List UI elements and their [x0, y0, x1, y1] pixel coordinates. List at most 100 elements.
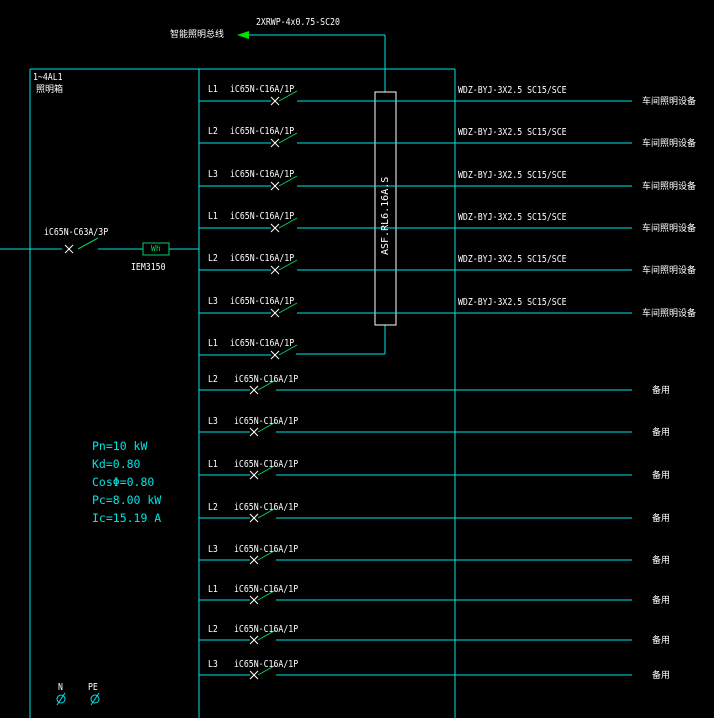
control-line-name: 智能照明总线 [170, 30, 225, 40]
terminal-pe-icon [90, 694, 100, 704]
parameter-line: Pc=8.00 kW [92, 493, 162, 507]
main-breaker-x-b [64, 244, 74, 254]
phase-label: L3 [208, 169, 218, 180]
breaker-contact [257, 549, 277, 561]
breaker-x-b [249, 595, 259, 605]
breaker-label: iC65N-C16A/1P [234, 584, 299, 595]
meter-box [142, 242, 170, 256]
breaker-label: iC65N-C16A/1P [234, 624, 299, 635]
terminal-pe-slash [90, 692, 100, 706]
cable-label: WDZ-BYJ-3X2.5 SC15/SCE [458, 127, 567, 138]
relay-module-label: ASF.RL6.16A.S [380, 176, 391, 255]
parameter-line: Ic=15.19 A [92, 511, 162, 525]
breaker-x-b [270, 96, 280, 106]
cable-label: WDZ-BYJ-3X2.5 SC15/SCE [458, 254, 567, 265]
terminal-pe-label: PE [88, 682, 98, 693]
parameter-line: Pn=10 kW [92, 439, 148, 453]
breaker-label: iC65N-C16A/1P [230, 253, 295, 264]
breaker-x-b [249, 513, 259, 523]
breaker-label: iC65N-C16A/1P [230, 211, 295, 222]
breaker-contact [257, 664, 277, 676]
load-label: 备用 [652, 556, 671, 566]
breaker-x-b [270, 181, 280, 191]
phase-label: L1 [208, 211, 218, 222]
breaker-x-b [270, 350, 280, 360]
load-label: 备用 [652, 671, 671, 681]
breaker-label: iC65N-C16A/1P [230, 296, 295, 307]
phase-label: L1 [208, 84, 218, 95]
load-label: 备用 [652, 636, 671, 646]
breaker-x-b [249, 555, 259, 565]
breaker-contact [257, 421, 277, 433]
breaker-label: iC65N-C16A/1P [230, 84, 295, 95]
breaker-contact [257, 589, 277, 601]
load-label: 车间照明设备 [642, 182, 697, 192]
load-label: 备用 [652, 514, 671, 524]
parameter-line: CosΦ=0.80 [92, 475, 155, 489]
breaker-contact [278, 217, 298, 229]
phase-label: L1 [208, 584, 218, 595]
load-label: 车间照明设备 [642, 266, 697, 276]
load-label: 车间照明设备 [642, 139, 697, 149]
breaker-label: iC65N-C16A/1P [234, 544, 299, 555]
breaker-contact [278, 132, 298, 144]
phase-label: L2 [208, 253, 218, 264]
control-arrow-icon [237, 31, 249, 39]
cable-label: WDZ-BYJ-3X2.5 SC15/SCE [458, 297, 567, 308]
cable-label: WDZ-BYJ-3X2.5 SC15/SCE [458, 212, 567, 223]
load-label: 车间照明设备 [642, 309, 697, 319]
cable-label: WDZ-BYJ-3X2.5 SC15/SCE [458, 85, 567, 96]
breaker-label: iC65N-C16A/1P [230, 169, 295, 180]
breaker-contact [278, 90, 298, 102]
load-label: 备用 [652, 428, 671, 438]
breaker-contact [257, 379, 277, 391]
control-cable-label: 2XRWP-4x0.75-SC20 [256, 17, 340, 28]
load-label: 备用 [652, 471, 671, 481]
main-breaker-contact [77, 237, 99, 250]
breaker-label: iC65N-C16A/1P [230, 338, 295, 349]
meter-model: IEM3150 [131, 262, 166, 273]
breaker-label: iC65N-C16A/1P [234, 459, 299, 470]
phase-label: L2 [208, 374, 218, 385]
load-label: 备用 [652, 386, 671, 396]
terminal-n-icon [56, 694, 66, 704]
load-label: 车间照明设备 [642, 224, 697, 234]
main-breaker-label: iC65N-C63A/3P [44, 227, 109, 238]
relay-module-box [374, 91, 397, 326]
phase-label: L2 [208, 624, 218, 635]
breaker-contact [257, 507, 277, 519]
load-label: 车间照明设备 [642, 97, 697, 107]
load-label: 备用 [652, 596, 671, 606]
breaker-contact [257, 629, 277, 641]
breaker-contact [278, 175, 298, 187]
terminal-n-label: N [58, 682, 63, 693]
breaker-x-b [270, 223, 280, 233]
breaker-x-b [270, 265, 280, 275]
breaker-x-b [249, 385, 259, 395]
breaker-x-b [249, 427, 259, 437]
phase-label: L2 [208, 502, 218, 513]
meter-symbol: Wh [151, 244, 161, 253]
breaker-contact [278, 259, 298, 271]
phase-label: L1 [208, 338, 218, 349]
breaker-x-b [249, 670, 259, 680]
breaker-x-b [270, 138, 280, 148]
cable-label: WDZ-BYJ-3X2.5 SC15/SCE [458, 170, 567, 181]
breaker-label: iC65N-C16A/1P [234, 374, 299, 385]
breaker-x-b [249, 470, 259, 480]
breaker-label: iC65N-C16A/1P [230, 126, 295, 137]
phase-label: L3 [208, 544, 218, 555]
breaker-contact [257, 464, 277, 476]
breaker-x-b [270, 308, 280, 318]
phase-label: L3 [208, 296, 218, 307]
breaker-x-b [249, 635, 259, 645]
phase-label: L2 [208, 126, 218, 137]
breaker-label: iC65N-C16A/1P [234, 659, 299, 670]
panel-code: 1~4AL1 [33, 72, 63, 83]
breaker-contact [278, 344, 298, 356]
breaker-label: iC65N-C16A/1P [234, 416, 299, 427]
phase-label: L1 [208, 459, 218, 470]
terminal-n-slash [56, 692, 66, 706]
phase-label: L3 [208, 416, 218, 427]
